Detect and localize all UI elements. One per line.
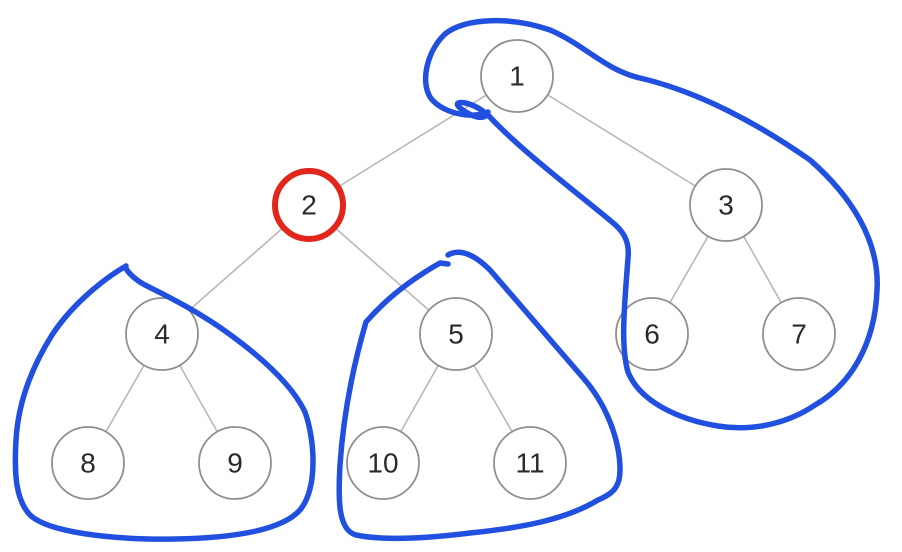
tree-nodes: 1 2 3 4 5 6 7 8 9 10 11 [51,39,836,500]
tree-node-1: 1 [480,39,554,113]
node-label: 7 [791,319,807,350]
node-circle [51,426,125,500]
lasso-outline-subtree-4 [12,263,316,542]
node-label: 6 [644,319,660,350]
tree-node-11: 11 [493,426,567,500]
tree-node-5: 5 [419,297,493,371]
tree-node-3: 3 [689,168,763,242]
tree-node-4: 4 [125,297,199,371]
node-circle [689,168,763,242]
node-label: 9 [227,448,243,479]
tree-edge-1-3 [516,75,727,206]
node-label: 4 [154,319,170,350]
tree-edges [87,75,800,464]
node-label: 5 [448,319,464,350]
tree-node-6: 6 [615,297,689,371]
node-circle [198,426,272,500]
node-circle [493,426,567,500]
node-circle [125,297,199,371]
tree-edge-1-2 [308,75,518,206]
tree-node-2: 2 [272,168,346,242]
node-label: 11 [515,448,544,479]
group-outlines [12,17,880,542]
lasso-outline-subtree-5 [336,249,623,542]
node-circle [480,39,554,113]
node-label: 1 [509,61,525,92]
node-label: 2 [301,190,317,221]
node-label: 8 [80,448,96,479]
lasso-outline-root-right-branch [422,17,880,431]
tree-node-8: 8 [51,426,125,500]
node-circle [272,168,346,242]
node-circle [615,297,689,371]
node-circle [762,297,836,371]
node-circle [346,426,420,500]
node-circle [419,297,493,371]
node-label: 10 [367,448,398,479]
tree-node-9: 9 [198,426,272,500]
tree-node-7: 7 [762,297,836,371]
node-label: 3 [718,190,734,221]
tree-node-10: 10 [346,426,420,500]
